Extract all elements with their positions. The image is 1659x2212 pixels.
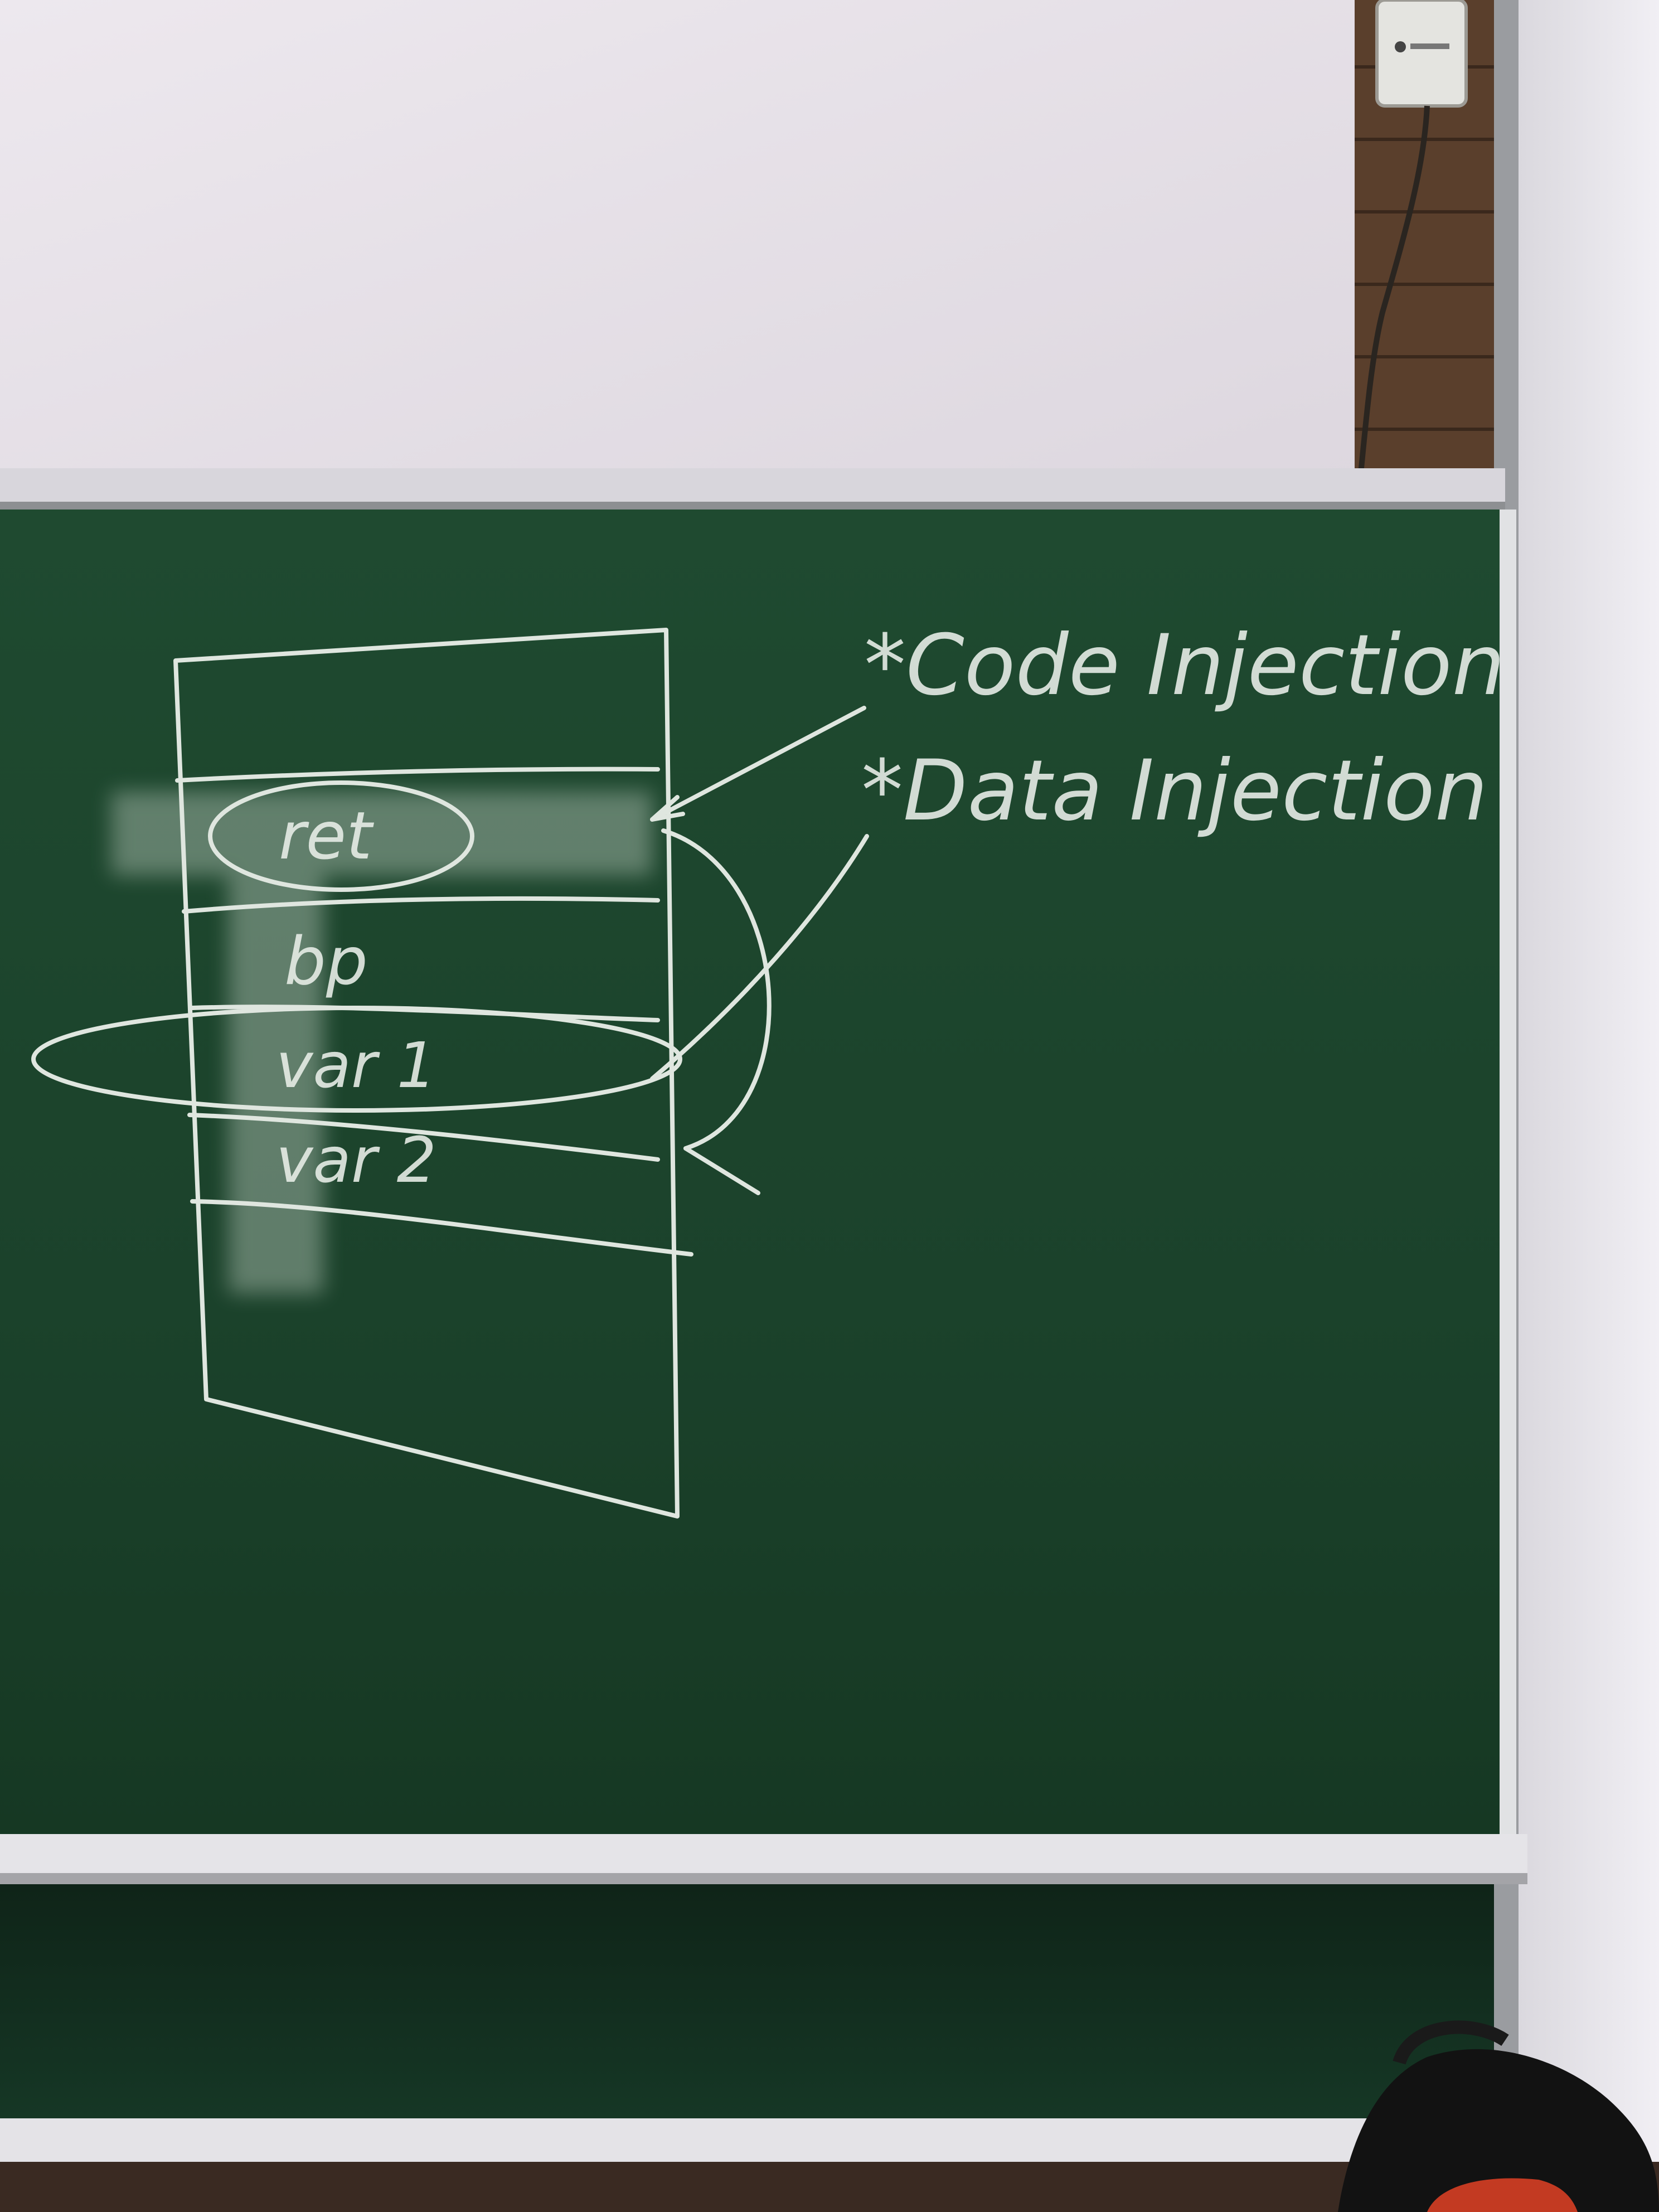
slot-divider bbox=[175, 767, 660, 783]
bottom-tray bbox=[0, 2118, 1494, 2162]
top-tray bbox=[0, 468, 1505, 507]
slot-divider bbox=[187, 1113, 660, 1162]
projection-screen bbox=[0, 0, 1355, 482]
chalk-smudges bbox=[111, 792, 652, 1293]
data-injection-label: *Data Injection bbox=[861, 743, 1488, 840]
slot-divider bbox=[182, 896, 660, 914]
arrow-to-data-injection bbox=[650, 834, 869, 1081]
power-socket-icon bbox=[1357, 0, 1468, 480]
arrow-to-code-injection bbox=[650, 706, 866, 822]
stack-diagram bbox=[31, 628, 869, 1519]
ret-circle bbox=[208, 780, 474, 892]
slot-label-ret: ret bbox=[279, 797, 374, 874]
backpack-icon bbox=[1338, 2020, 1659, 2212]
var1-circle bbox=[31, 1006, 682, 1113]
slot-divider bbox=[190, 1199, 693, 1257]
return-arrow bbox=[661, 828, 772, 1151]
stack-frame bbox=[173, 628, 680, 1519]
slot-label-bp: bp bbox=[284, 923, 368, 1000]
slot-label-var2: var 2 bbox=[276, 1124, 436, 1197]
wall bbox=[1505, 0, 1659, 2212]
lower-chalkboard bbox=[0, 1884, 1494, 2129]
slot-label-var1: var 1 bbox=[276, 1030, 436, 1102]
code-injection-label: *Code Injection bbox=[864, 617, 1505, 714]
chalk-tray bbox=[0, 1834, 1527, 1879]
